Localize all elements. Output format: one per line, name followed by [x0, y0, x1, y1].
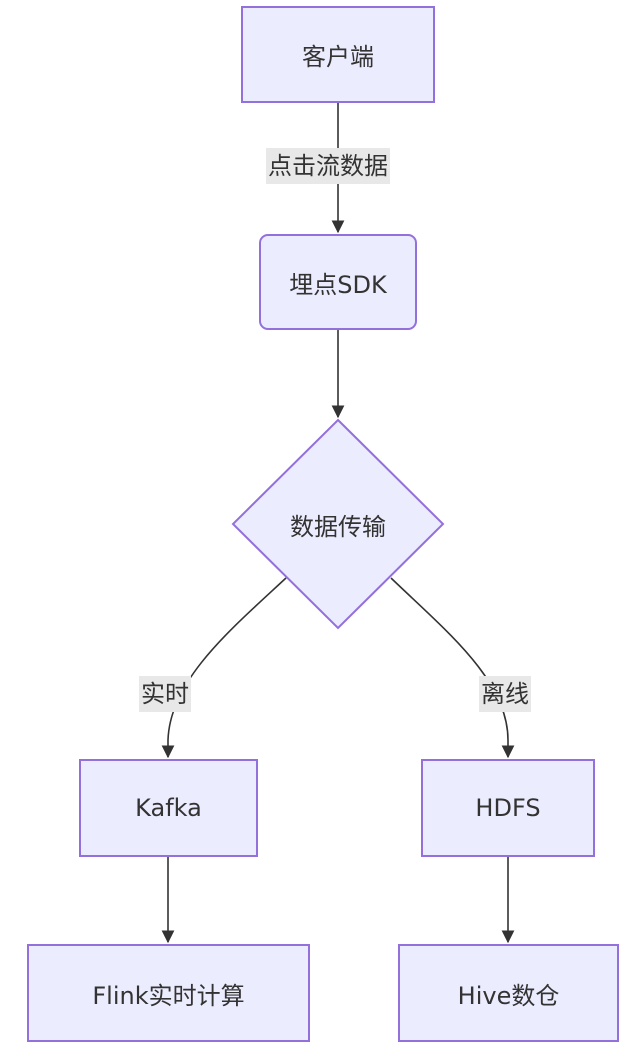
node-flink: Flink实时计算 [27, 944, 310, 1042]
node-transport-label: 数据传输 [290, 512, 386, 541]
node-hive-label: Hive数仓 [457, 981, 560, 1010]
node-hdfs-label: HDFS [475, 794, 541, 822]
node-flink-label: Flink实时计算 [92, 981, 245, 1010]
node-kafka: Kafka [79, 759, 258, 857]
node-hive: Hive数仓 [398, 944, 619, 1042]
node-sdk: 埋点SDK [259, 234, 417, 330]
node-hdfs: HDFS [421, 759, 595, 857]
edge-transport-to-kafka [161, 577, 287, 759]
transport-diamond [231, 418, 445, 630]
node-client-label: 客户端 [302, 43, 374, 71]
node-kafka-label: Kafka [135, 794, 202, 822]
node-sdk-label: 埋点SDK [289, 270, 387, 299]
edge-label-clickstream: 点击流数据 [266, 148, 390, 184]
edge-label-realtime: 实时 [139, 676, 191, 712]
edge-transport-to-hdfs [390, 577, 515, 759]
node-client: 客户端 [241, 6, 435, 103]
edge-label-offline: 离线 [479, 676, 531, 712]
